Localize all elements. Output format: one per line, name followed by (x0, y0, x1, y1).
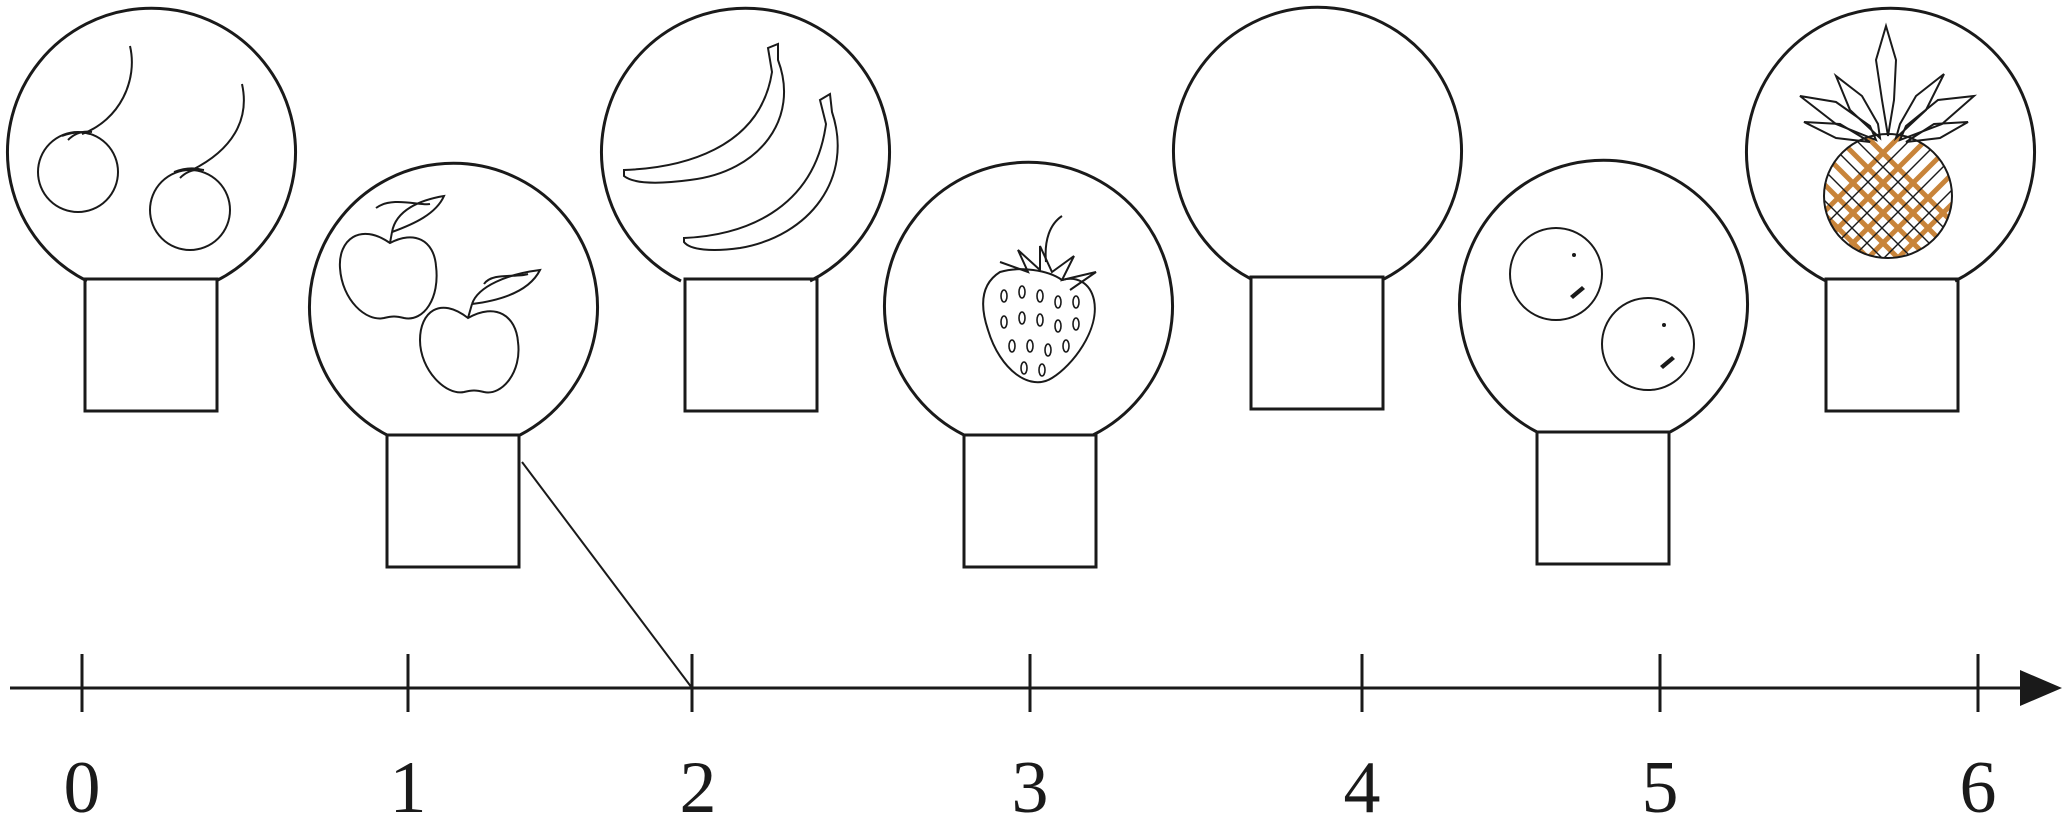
answer-box[interactable] (83, 277, 219, 413)
answer-box[interactable] (1535, 430, 1671, 566)
number-line: 0 1 2 3 4 5 6 (10, 654, 2062, 821)
card-bubble (1458, 158, 1749, 434)
card-oranges[interactable] (1458, 158, 1749, 566)
card-strawberry[interactable] (883, 160, 1174, 569)
card-bubble (308, 161, 599, 437)
card-empty[interactable] (1172, 5, 1463, 411)
tick-label-1: 1 (390, 747, 427, 821)
answer-box[interactable] (1824, 277, 1960, 413)
card-bubble (883, 160, 1174, 437)
orange-icon (1509, 227, 1695, 391)
card-bananas[interactable] (600, 6, 891, 413)
card-bubble (600, 6, 891, 283)
tick-label-0: 0 (64, 747, 101, 821)
card-pineapple[interactable] (1745, 6, 2036, 413)
apple-icon (338, 194, 542, 394)
card-apples[interactable] (308, 161, 599, 569)
strawberry-icon (982, 215, 1097, 384)
cherries-icon (37, 45, 245, 251)
answer-box[interactable] (683, 277, 819, 413)
connector-line (521, 461, 693, 689)
tick-label-6: 6 (1960, 747, 1997, 821)
banana-icon (623, 42, 839, 251)
arrow-head-icon (2020, 670, 2062, 706)
answer-box[interactable] (385, 433, 521, 569)
card-cherries[interactable] (6, 6, 297, 413)
answer-box[interactable] (1249, 275, 1385, 411)
pineapple-icon (1799, 22, 1978, 259)
tick-label-4: 4 (1344, 747, 1381, 821)
card-bubble (1745, 6, 2036, 283)
card-bubble (1172, 5, 1463, 281)
tick-label-2: 2 (680, 747, 717, 821)
card-bubble (6, 6, 297, 283)
tick-label-5: 5 (1642, 747, 1679, 821)
answer-box[interactable] (962, 433, 1098, 569)
tick-label-3: 3 (1012, 747, 1049, 821)
